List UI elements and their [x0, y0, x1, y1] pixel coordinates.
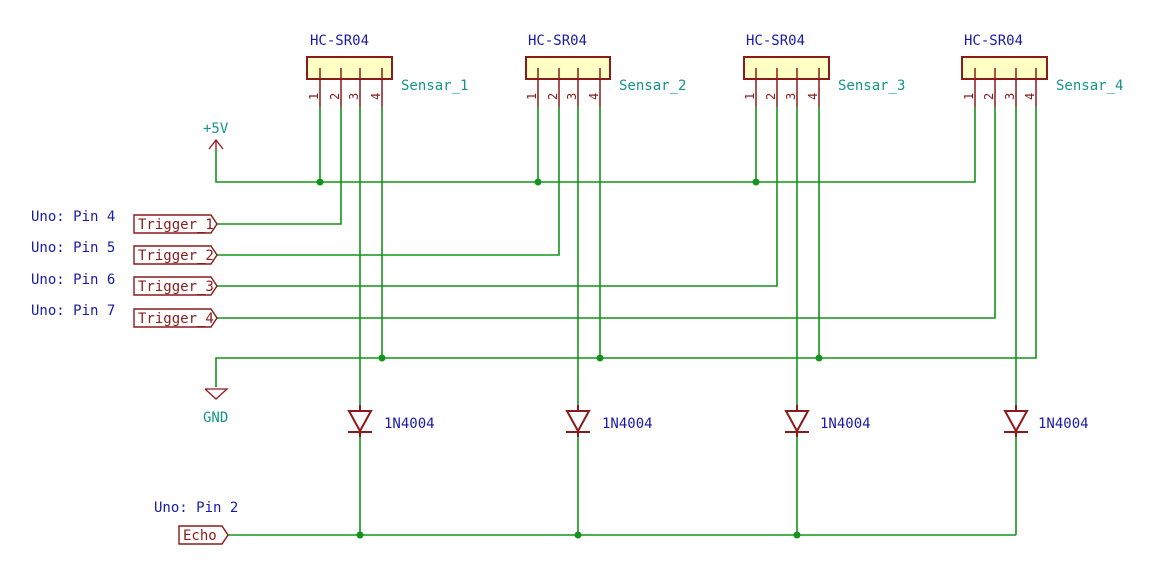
sensor-value: HC-SR04: [310, 33, 369, 49]
pin-number: 2: [328, 93, 342, 100]
diode-2[interactable]: 1N4004: [565, 405, 653, 437]
trigger-comment: Uno: Pin 5: [31, 240, 115, 256]
vcc-label: +5V: [203, 121, 229, 137]
global-label-shape: [133, 308, 218, 328]
pin-number: 4: [369, 93, 383, 100]
gnd-wire: [215, 107, 1037, 387]
pin-number: 1: [307, 93, 321, 100]
junctions: [316, 178, 823, 539]
sensor-ref: Sensar_2: [619, 78, 686, 94]
diode-icon: [784, 410, 810, 434]
diode-value: 1N4004: [384, 416, 435, 432]
pin-number: 3: [1003, 93, 1017, 100]
vcc-symbol[interactable]: +5V: [203, 121, 229, 150]
pin-number: 3: [347, 93, 361, 100]
trigger-label: Trigger_3: [138, 279, 214, 295]
trigger-comment: Uno: Pin 6: [31, 272, 115, 288]
trigger-1-wire: [217, 107, 342, 225]
ground-icon: [204, 388, 229, 400]
sensor-ref: Sensar_3: [838, 78, 905, 94]
pin-number: 1: [962, 93, 976, 100]
vcc-wire: [215, 107, 976, 183]
connector-body: [743, 56, 830, 80]
diode-1[interactable]: 1N4004: [347, 405, 435, 437]
trigger-3-wire: [217, 107, 778, 287]
sensor-4[interactable]: HC-SR04 Sensar_4 1 2 3 4: [961, 33, 1123, 107]
sensor-1[interactable]: HC-SR04 Sensar_1 1 2 3 4: [306, 33, 468, 107]
connector-body: [306, 56, 393, 80]
junction-dot: [356, 531, 364, 539]
pin-number: 2: [764, 93, 778, 100]
sensor-ref: Sensar_4: [1056, 78, 1123, 94]
trigger-3[interactable]: Uno: Pin 6 Trigger_3: [31, 272, 218, 296]
junction-dot: [815, 354, 823, 362]
junction-dot: [596, 354, 604, 362]
echo-label: Echo: [183, 528, 217, 544]
diode-value: 1N4004: [602, 416, 653, 432]
pin-number: 2: [982, 93, 996, 100]
diode-icon: [565, 410, 591, 434]
pin-number: 4: [806, 93, 820, 100]
trigger-2-wire: [217, 107, 560, 256]
junction-dot: [793, 531, 801, 539]
diode-4[interactable]: 1N4004: [1003, 405, 1089, 437]
global-label-shape: [178, 525, 229, 545]
junction-dot: [534, 178, 542, 186]
diode-value: 1N4004: [820, 416, 871, 432]
gnd-symbol[interactable]: GND: [203, 388, 229, 426]
pin-number: 3: [565, 93, 579, 100]
sensor-value: HC-SR04: [964, 33, 1023, 49]
pin-number: 4: [587, 93, 601, 100]
diode-value: 1N4004: [1038, 416, 1089, 432]
pin-number: 1: [525, 93, 539, 100]
wires: [215, 107, 1037, 536]
connector-body: [961, 56, 1048, 80]
global-label-shape: [133, 245, 218, 265]
pin-number: 2: [546, 93, 560, 100]
sensor-2[interactable]: HC-SR04 Sensar_2 1 2 3 4: [525, 33, 686, 107]
trigger-4[interactable]: Uno: Pin 7 Trigger_4: [31, 303, 218, 328]
sensor-value: HC-SR04: [746, 33, 805, 49]
echo[interactable]: Uno: Pin 2 Echo: [154, 500, 238, 545]
gnd-label: GND: [203, 410, 228, 426]
diode-3[interactable]: 1N4004: [784, 405, 871, 437]
diode-icon: [347, 410, 373, 434]
pin-number: 3: [784, 93, 798, 100]
pin-number: 4: [1023, 93, 1037, 100]
junction-dot: [752, 178, 760, 186]
sensor-3[interactable]: HC-SR04 Sensar_3 1 2 3 4: [743, 33, 905, 107]
trigger-label: Trigger_2: [138, 248, 214, 264]
trigger-label: Trigger_4: [138, 311, 214, 327]
trigger-comment: Uno: Pin 7: [31, 303, 115, 319]
trigger-2[interactable]: Uno: Pin 5 Trigger_2: [31, 240, 218, 265]
echo-comment: Uno: Pin 2: [154, 500, 238, 516]
diode-icon: [1003, 410, 1029, 434]
global-label-shape: [133, 214, 218, 234]
sensor-ref: Sensar_1: [401, 78, 468, 94]
connector-body: [525, 56, 611, 80]
sensor-value: HC-SR04: [528, 33, 587, 49]
global-label-shape: [133, 276, 218, 296]
pin-number: 1: [743, 93, 757, 100]
trigger-4-wire: [217, 107, 996, 319]
junction-dot: [316, 178, 324, 186]
trigger-comment: Uno: Pin 4: [31, 209, 115, 225]
trigger-1[interactable]: Uno: Pin 4 Trigger_1: [31, 209, 218, 234]
junction-dot: [574, 531, 582, 539]
junction-dot: [378, 354, 386, 362]
trigger-label: Trigger_1: [138, 217, 214, 233]
